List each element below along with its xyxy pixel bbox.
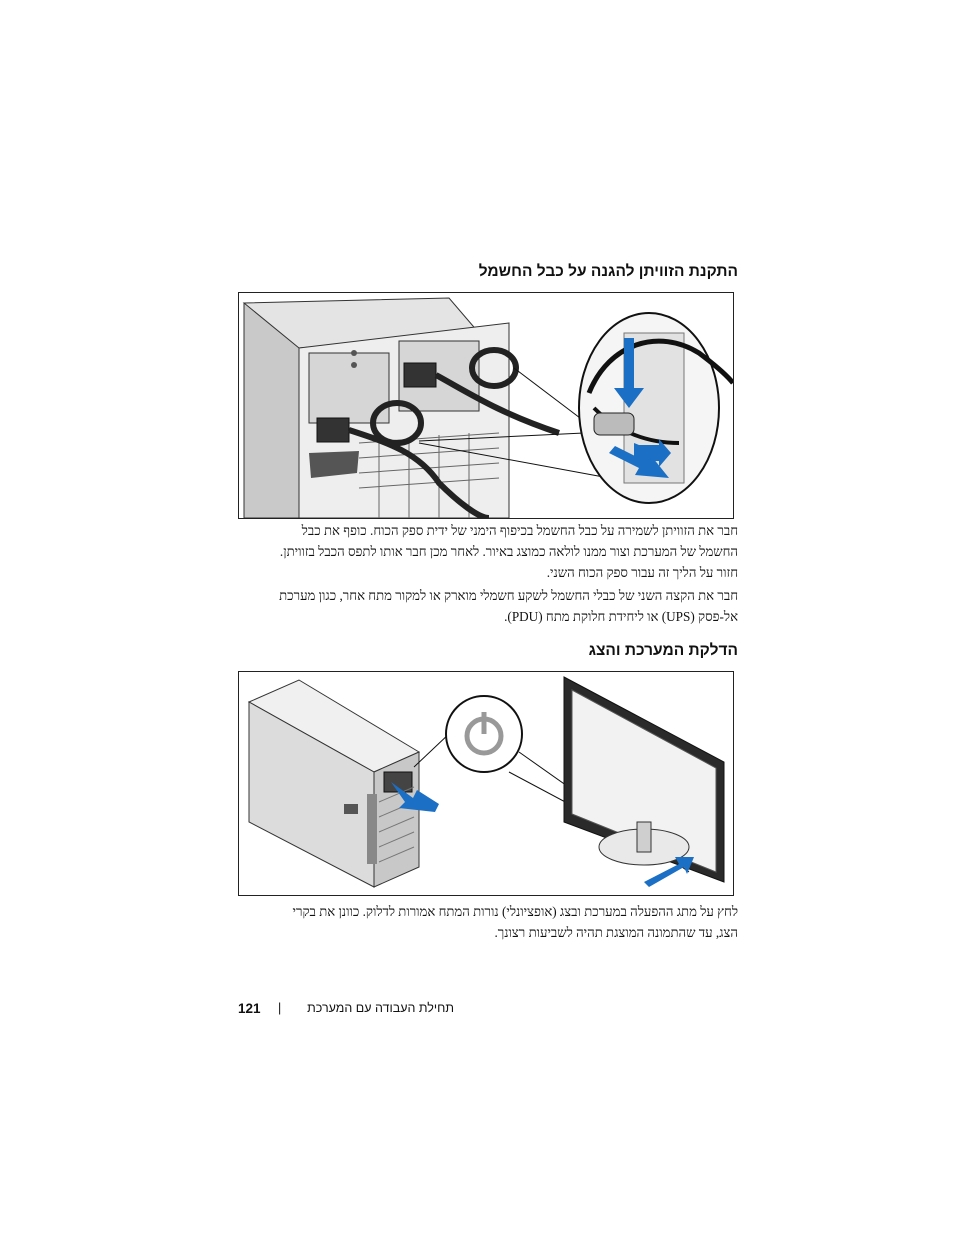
- paragraph-cable-retention: חבר את הזוויתן לשמירה על כבל החשמל בכיפו…: [238, 520, 738, 583]
- paragraph-power-on: לחץ על מתג ההפעלה במערכת ובצג (אופציונלי…: [238, 901, 738, 943]
- section-heading-cable-retention: התקנת הזוויתן להגנה על כבל החשמל: [478, 263, 738, 280]
- page-footer: 121 | תחילת העבודה עם המערכת: [238, 1001, 454, 1021]
- text-line: חזור על הליך זה עבור ספק הכוח השני.: [546, 565, 738, 580]
- footer-separator: |: [278, 1001, 282, 1015]
- paragraph-power-outlet: חבר את הקצה השני של כבלי החשמל לשקע חשמל…: [238, 585, 738, 627]
- text-line: חבר את הזוויתן לשמירה על כבל החשמל בכיפו…: [301, 523, 738, 538]
- text-line: החשמל של המערכת וצור ממנו לולאה כמוצג בא…: [279, 544, 738, 559]
- page-number: 121: [238, 1001, 261, 1016]
- chapter-title: תחילת העבודה עם המערכת: [307, 1001, 454, 1015]
- cable-retention-illustration: [238, 292, 734, 519]
- power-on-illustration: [238, 671, 734, 896]
- text-line: חבר את הקצה השני של כבלי החשמל לשקע חשמל…: [279, 588, 738, 603]
- text-line: הצג, עד שהתמונה המוצגת תהיה לשביעות רצונ…: [494, 925, 738, 940]
- section-heading-power-on: הדלקת המערכת והצג: [588, 642, 738, 659]
- text-line: לחץ על מתג ההפעלה במערכת ובצג (אופציונלי…: [292, 904, 738, 919]
- text-line: אל-פסק (UPS) או ליחידת חלוקת מתח (PDU).: [504, 609, 738, 624]
